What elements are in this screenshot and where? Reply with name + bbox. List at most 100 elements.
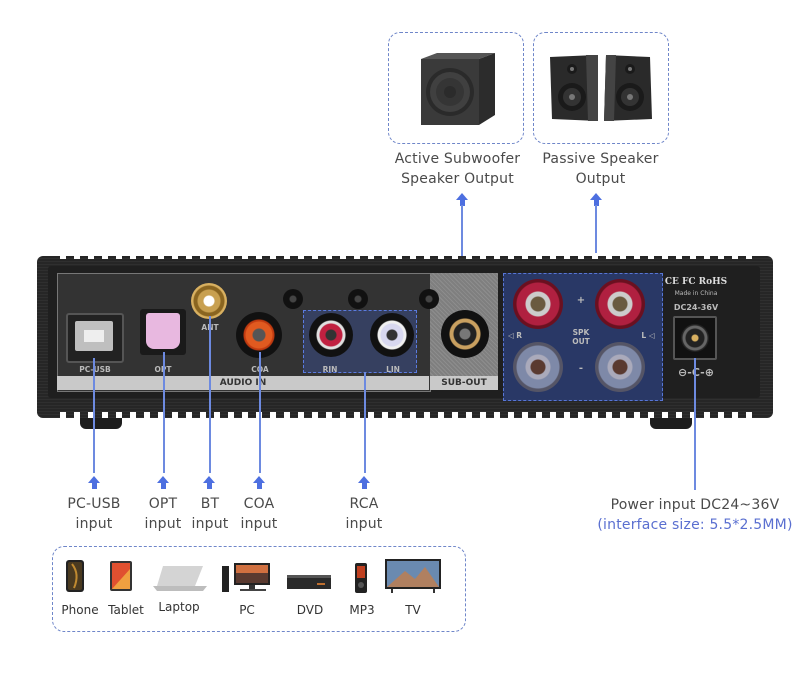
rin-port-label: RIN: [322, 365, 338, 374]
laptop-icon: [153, 566, 207, 591]
input-label-rca: RCA input: [339, 494, 389, 534]
made-in-label: Made in China: [674, 290, 718, 297]
screw: [283, 289, 303, 309]
passive-connector-line: [595, 205, 597, 275]
passive-label-line1: Passive Speaker: [542, 151, 659, 167]
speaker-terminal-r-minus: [513, 342, 563, 392]
dc-rating-label: DC24-36V: [673, 303, 719, 312]
desktop-pc-icon: [222, 563, 270, 592]
screw: [348, 289, 368, 309]
input-label-line2: input: [144, 516, 182, 532]
speaker-terminal-l-minus: [595, 342, 645, 392]
arrow-stem: [256, 483, 262, 489]
power-connector-line: [694, 358, 696, 490]
audio-in-label: AUDIO IN: [57, 376, 429, 390]
input-label-opt: OPT input: [140, 494, 186, 534]
subwoofer-label-line1: Active Subwoofer: [394, 151, 521, 167]
arrow-stem: [91, 483, 97, 489]
passive-label-line2: Output: [575, 171, 626, 187]
subwoofer-label-line2: Speaker Output: [401, 171, 514, 187]
pc-usb-port: [66, 313, 124, 363]
passive-speaker-output-card: [533, 32, 669, 144]
dvd-player-icon: [287, 575, 331, 589]
tv-icon: [385, 559, 441, 593]
source-label-phone: Phone: [61, 603, 99, 617]
source-label-tablet: Tablet: [108, 603, 144, 617]
spk-out-label: SPK OUT: [566, 328, 596, 346]
input-label-line2: input: [191, 516, 229, 532]
heatsink-fins-top: [60, 253, 760, 259]
coaxial-port: [236, 312, 282, 358]
mp3-player-icon: [355, 563, 367, 593]
input-label-line1: RCA: [349, 496, 379, 512]
input-label-coa: COA input: [236, 494, 282, 534]
arrow-up-icon: [88, 476, 100, 483]
subwoofer-output-card: [388, 32, 524, 144]
arrow-stem: [361, 483, 367, 489]
sub-out-label: SUB-OUT: [430, 376, 498, 390]
input-label-line2: input: [345, 516, 383, 532]
opt-connector-line: [163, 352, 165, 473]
right-channel-letter: R: [516, 331, 523, 340]
power-input-label: Power input DC24~36V (interface size: 5.…: [585, 495, 805, 535]
input-label-line1: PC-USB: [67, 496, 121, 512]
device-foot-right: [650, 415, 692, 429]
bt-connector-line: [209, 316, 211, 473]
input-label-line2: input: [75, 516, 113, 532]
arrow-stem: [160, 483, 166, 489]
right-channel-label: ◁ R: [507, 331, 523, 340]
rca-connector-line: [364, 372, 366, 473]
arrow-stem: [206, 483, 212, 489]
spk-plus-label: +: [576, 295, 586, 306]
screw: [419, 289, 439, 309]
optical-port: [140, 309, 186, 355]
arrow-up-icon: [358, 476, 370, 483]
subwoofer-icon: [421, 53, 495, 125]
input-label-line2: input: [240, 516, 278, 532]
input-label-bt: BT input: [187, 494, 233, 534]
rca-left-input: [370, 313, 414, 357]
dc-power-jack: [673, 316, 717, 360]
left-channel-label: L ◁: [641, 331, 655, 340]
source-label-pc: PC: [239, 603, 255, 617]
spk-minus-label: -: [578, 363, 584, 374]
source-label-mp3: MP3: [349, 603, 375, 617]
source-label-tv: TV: [405, 603, 421, 617]
polarity-symbol: ⊖-C-⊕: [678, 366, 714, 379]
speaker-terminal-r-plus: [513, 279, 563, 329]
power-input-line1: Power input DC24~36V: [610, 497, 780, 513]
input-label-line1: OPT: [148, 496, 178, 512]
passive-output-label: Passive Speaker Output: [528, 149, 673, 189]
rca-right-input: [309, 313, 353, 357]
arrow-stem: [459, 200, 465, 206]
input-label-line1: BT: [200, 496, 220, 512]
pc-usb-port-label: PC-USB: [79, 365, 111, 374]
arrow-up-icon: [456, 193, 468, 200]
arrow-up-icon: [203, 476, 215, 483]
input-label-line1: COA: [243, 496, 275, 512]
phone-icon: [66, 560, 84, 592]
pc-usb-connector-line: [93, 358, 95, 473]
antenna-connector: [191, 283, 227, 319]
power-interface-size: (interface size: 5.5*2.5MM): [597, 517, 793, 533]
certification-marks: CE FC RoHS: [664, 277, 728, 287]
device-foot-left: [80, 415, 122, 429]
source-label-laptop: Laptop: [158, 600, 200, 614]
bookshelf-speakers-icon: [550, 55, 652, 121]
subwoofer-output-label: Active Subwoofer Speaker Output: [380, 149, 535, 189]
spk-out-line2: OUT: [572, 337, 590, 346]
arrow-up-icon: [157, 476, 169, 483]
lin-port-label: LIN: [386, 365, 400, 374]
source-label-dvd: DVD: [296, 603, 324, 617]
sub-out-jack: [441, 310, 489, 358]
spk-out-line1: SPK: [572, 328, 590, 337]
heatsink-fins-bottom: [60, 412, 760, 418]
arrow-stem: [593, 200, 599, 206]
left-channel-letter: L: [641, 331, 647, 340]
input-label-pc-usb: PC-USB input: [58, 494, 130, 534]
coa-connector-line: [259, 352, 261, 473]
arrow-up-icon: [590, 193, 602, 200]
arrow-up-icon: [253, 476, 265, 483]
speaker-terminal-l-plus: [595, 279, 645, 329]
tablet-icon: [110, 561, 132, 591]
